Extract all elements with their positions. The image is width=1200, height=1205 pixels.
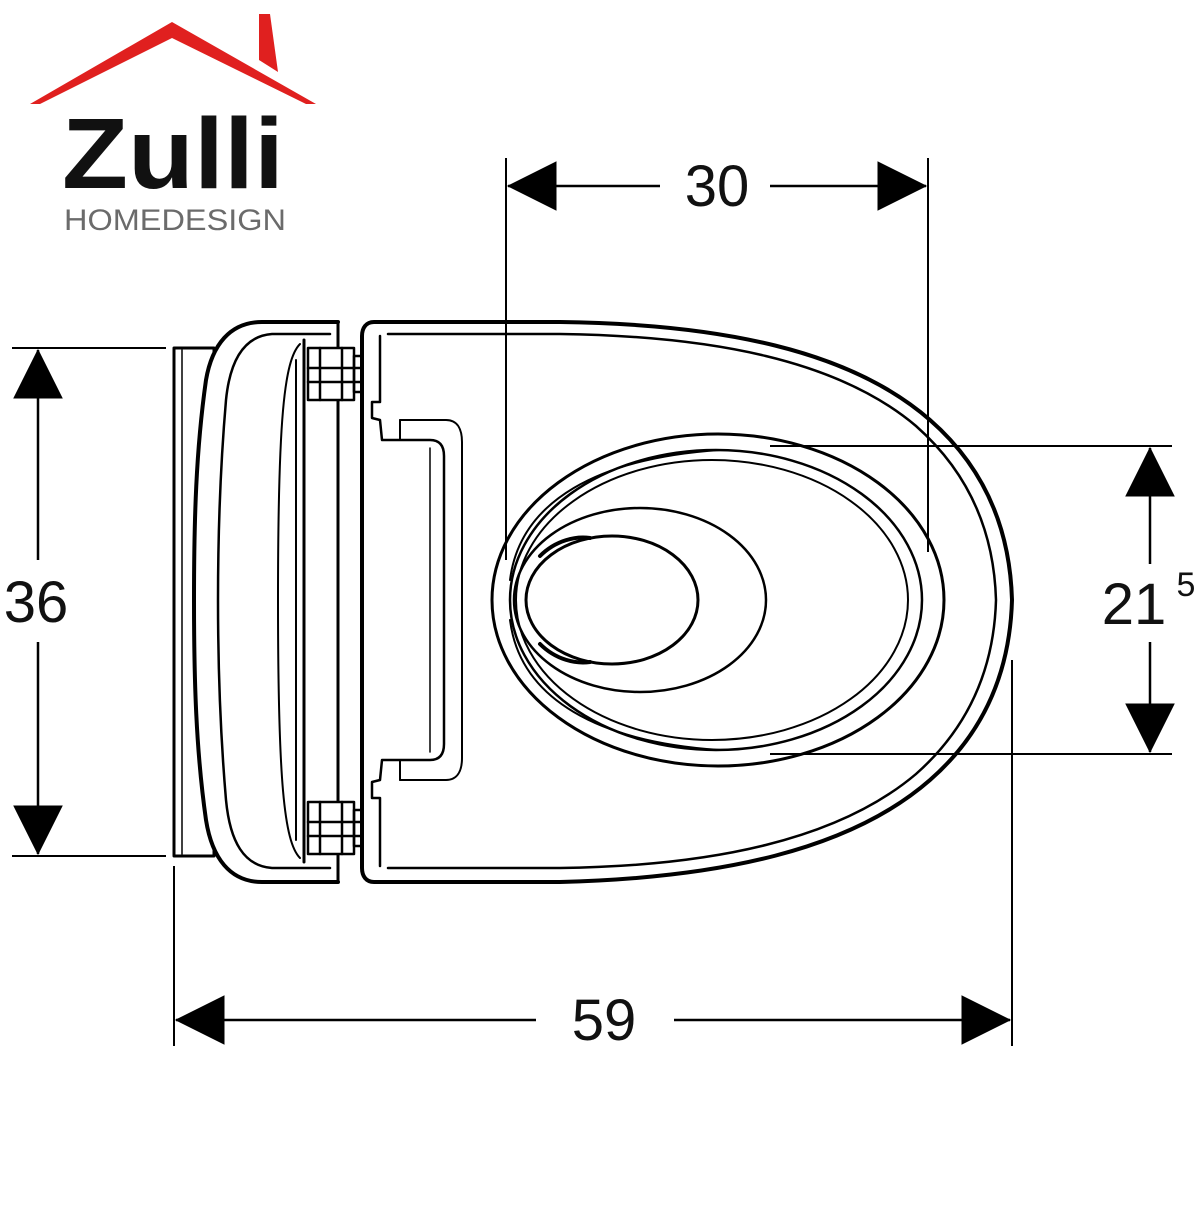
dimension-21-5: 21 5 bbox=[770, 445, 1196, 755]
dimension-lines: 30 36 59 bbox=[4, 154, 1196, 1053]
arrow-up-icon bbox=[13, 348, 63, 399]
dimension-label-36: 36 bbox=[4, 570, 69, 635]
arrow-down-icon bbox=[13, 805, 63, 856]
drain-opening bbox=[524, 534, 700, 666]
seat-bracket-inner bbox=[399, 419, 463, 781]
brand-logo: Zulli HOMEDESIGN bbox=[30, 14, 316, 237]
bowl-front-curve bbox=[509, 449, 721, 581]
dimension-label-superscript: 5 bbox=[1177, 566, 1196, 604]
dimension-label-30: 30 bbox=[685, 154, 750, 219]
brand-tagline: HOMEDESIGN bbox=[64, 204, 286, 237]
dimension-label-59: 59 bbox=[572, 988, 637, 1053]
water-surface-ring bbox=[512, 506, 768, 694]
dimension-30: 30 bbox=[505, 154, 929, 560]
seat-outer-ring bbox=[490, 432, 946, 768]
drain-shading-bottom bbox=[538, 642, 592, 665]
dimension-59: 59 bbox=[173, 660, 1013, 1053]
arrow-left-icon bbox=[506, 161, 557, 211]
arrow-right-icon bbox=[877, 161, 928, 211]
tank-cover bbox=[192, 320, 340, 884]
toilet-top-view bbox=[172, 320, 1014, 884]
bowl-inner-ring bbox=[515, 459, 909, 741]
dimension-label-21: 21 bbox=[1102, 572, 1167, 637]
bowl-front-curve-bottom bbox=[509, 619, 721, 751]
hinge-bottom bbox=[306, 800, 376, 856]
drain-shading-top bbox=[538, 535, 592, 558]
arrow-right-icon bbox=[961, 995, 1012, 1045]
hinge-top bbox=[306, 346, 376, 402]
arrow-down-icon bbox=[1125, 703, 1175, 754]
bowl-rim-line bbox=[386, 332, 998, 870]
brand-name: Zulli bbox=[62, 98, 284, 210]
seat-bracket bbox=[370, 334, 446, 868]
arrow-up-icon bbox=[1125, 446, 1175, 497]
chimney-icon bbox=[259, 14, 278, 72]
roof-icon bbox=[30, 22, 316, 104]
arrow-left-icon bbox=[174, 995, 225, 1045]
dimension-36: 36 bbox=[4, 347, 166, 857]
